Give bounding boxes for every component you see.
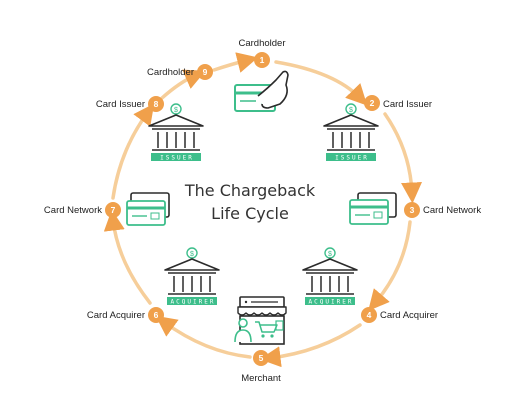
step-badge bbox=[148, 307, 164, 323]
step-number: 8 bbox=[154, 99, 159, 109]
card-network-icon-left bbox=[126, 192, 170, 226]
step-4: 4 Card Acquirer bbox=[361, 307, 438, 323]
issuer-bank-icon-right: $ ISSUER bbox=[323, 103, 379, 162]
step-5: 5 Merchant bbox=[241, 350, 281, 384]
step-label: Card Issuer bbox=[96, 99, 145, 110]
arrow-2-to-3 bbox=[383, 112, 422, 204]
step-label: Card Acquirer bbox=[87, 310, 145, 321]
arrow-5-to-6 bbox=[155, 315, 252, 359]
svg-text:$: $ bbox=[349, 107, 353, 114]
step-2: 2 Card Issuer bbox=[364, 95, 432, 111]
diagram-title-line2: Life Cycle bbox=[211, 204, 289, 223]
step-badge bbox=[364, 95, 380, 111]
step-label: Merchant bbox=[241, 373, 281, 384]
step-1: 1 Cardholder bbox=[239, 38, 286, 68]
step-badge bbox=[105, 202, 121, 218]
step-badge bbox=[254, 52, 270, 68]
bank-label: ISSUER bbox=[160, 155, 194, 162]
acquirer-bank-icon-left: $ ACQUIRER bbox=[164, 247, 220, 306]
step-label: Cardholder bbox=[147, 67, 194, 78]
arrow-8-to-9 bbox=[160, 69, 206, 100]
step-number: 7 bbox=[111, 205, 116, 215]
step-label: Card Network bbox=[44, 205, 102, 216]
step-7: 7 Card Network bbox=[44, 202, 121, 218]
cycle-arrows bbox=[103, 52, 422, 368]
svg-text:$: $ bbox=[190, 251, 194, 258]
bank-label: ACQUIRER bbox=[171, 299, 216, 306]
acquirer-bank-icon-right: $ ACQUIRER bbox=[302, 247, 358, 306]
arrow-7-to-8 bbox=[111, 103, 155, 200]
step-3: 3 Card Network bbox=[404, 202, 481, 218]
step-number: 2 bbox=[370, 98, 375, 108]
svg-text:$: $ bbox=[328, 251, 332, 258]
arrow-3-to-4 bbox=[368, 220, 412, 311]
step-badge bbox=[361, 307, 377, 323]
svg-text:$: $ bbox=[174, 107, 178, 114]
step-8: 8 Card Issuer bbox=[96, 96, 164, 112]
step-label: Card Issuer bbox=[383, 99, 432, 110]
step-number: 5 bbox=[259, 353, 264, 363]
step-label: Card Acquirer bbox=[380, 310, 438, 321]
arrow-6-to-7 bbox=[103, 209, 152, 305]
step-label: Cardholder bbox=[239, 38, 286, 49]
bank-label: ISSUER bbox=[335, 155, 369, 162]
step-number: 6 bbox=[154, 310, 159, 320]
step-badge bbox=[148, 96, 164, 112]
arrow-9-to-1 bbox=[212, 52, 259, 73]
step-6: 6 Card Acquirer bbox=[87, 307, 164, 323]
step-badge bbox=[253, 350, 269, 366]
step-label: Card Network bbox=[423, 205, 481, 216]
step-number: 3 bbox=[410, 205, 415, 215]
step-number: 4 bbox=[367, 310, 372, 320]
bank-label: ACQUIRER bbox=[309, 299, 354, 306]
step-9: 9 Cardholder bbox=[147, 64, 213, 80]
step-number: 1 bbox=[260, 55, 265, 65]
hand-card-icon bbox=[234, 70, 289, 112]
step-badge bbox=[404, 202, 420, 218]
diagram-title-line1: The Chargeback bbox=[184, 181, 316, 200]
step-number: 9 bbox=[203, 67, 208, 77]
merchant-store-icon bbox=[234, 296, 287, 345]
step-badge bbox=[197, 64, 213, 80]
card-network-icon-right bbox=[349, 192, 397, 225]
arrow-1-to-2 bbox=[274, 60, 368, 106]
issuer-bank-icon-left: $ ISSUER bbox=[148, 103, 204, 162]
arrow-4-to-5 bbox=[259, 323, 362, 368]
